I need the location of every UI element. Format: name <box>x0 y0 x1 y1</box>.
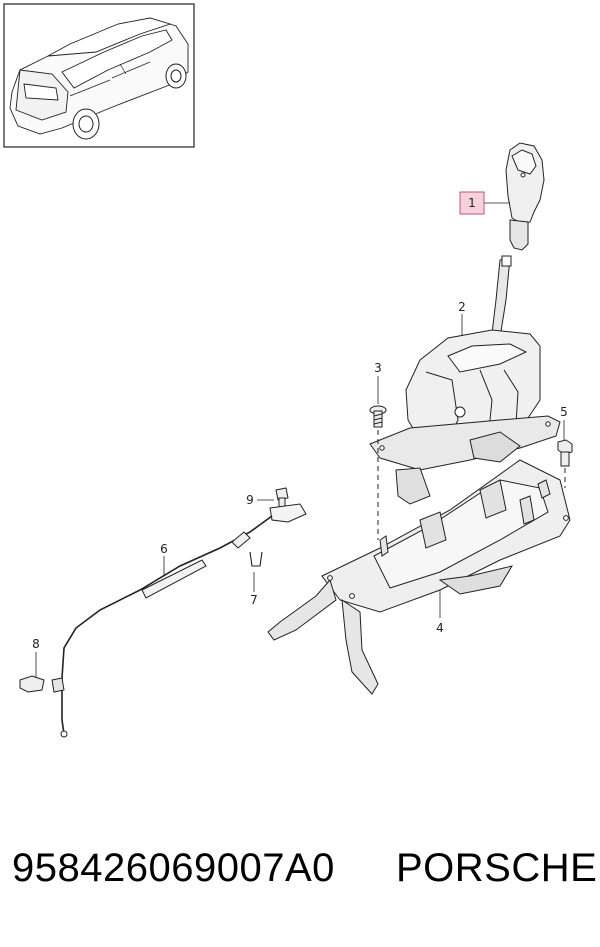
alignment-lines <box>377 430 566 540</box>
brand-name: PORSCHE <box>396 846 598 890</box>
part-1-gear-knob <box>505 142 545 251</box>
part-9-cable-bracket <box>269 487 307 523</box>
callout-3: 3 <box>374 361 382 375</box>
part-number: 958426069007A0 <box>12 846 335 890</box>
part-6-selector-cable <box>60 515 273 738</box>
part-4-mounting-bracket <box>267 459 571 695</box>
callout-2: 2 <box>458 300 466 314</box>
footer: 958426069007A0 PORSCHE <box>0 846 600 906</box>
part-5-bolt <box>557 439 573 467</box>
callout-6: 6 <box>160 542 168 556</box>
callout-1-highlight <box>459 191 485 215</box>
part-2-shift-mechanism <box>369 255 561 505</box>
callout-9: 9 <box>246 493 254 507</box>
callout-7: 7 <box>250 593 258 607</box>
callouts: 1 2 3 4 5 6 7 8 9 <box>32 191 568 651</box>
part-3-screw <box>369 405 387 428</box>
part-8-clamp <box>19 675 65 693</box>
callout-1: 1 <box>468 196 476 210</box>
vehicle-thumbnail <box>3 3 195 148</box>
callout-5: 5 <box>560 405 568 419</box>
callout-8: 8 <box>32 637 40 651</box>
callout-4: 4 <box>436 621 444 635</box>
leader-lines <box>35 202 565 678</box>
part-7-clip <box>249 551 263 567</box>
